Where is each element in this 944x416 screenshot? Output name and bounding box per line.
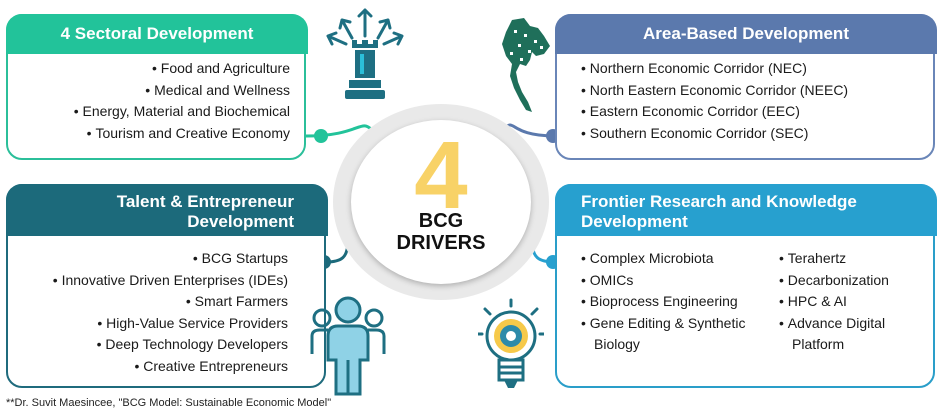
list-item-wrap: Biology [594,336,640,352]
list-item: North Eastern Economic Corridor (NEEC) [581,80,848,102]
list-item: Smart Farmers [53,291,288,313]
list-item: Tourism and Creative Economy [74,123,290,145]
panel-sectoral-development: 4 Sectoral Development Food and Agricult… [6,14,308,160]
panel-talent-entrepreneur-development: Talent & Entrepreneur Development BCG St… [6,184,328,388]
center-label-line: DRIVERS [396,232,486,254]
panel-title-line: Frontier Research and Knowledge [581,192,857,211]
panel-title-sectoral: 4 Sectoral Development [6,14,308,54]
frontier-list-col2: Terahertz Decarbonization HPC & AI Advan… [779,248,889,334]
list-item: Gene Editing & Synthetic [581,313,746,335]
list-item: Creative Entrepreneurs [53,356,288,378]
list-item: High-Value Service Providers [53,313,288,335]
panel-title-line: Development [581,212,688,231]
list-item: Eastern Economic Corridor (EEC) [581,101,848,123]
lightbulb-gear-icon [478,298,544,388]
people-group-icon [310,296,386,396]
thailand-map-icon [502,18,550,112]
list-item: Northern Economic Corridor (NEC) [581,58,848,80]
panel-title-talent: Talent & Entrepreneur Development [6,184,328,236]
sectoral-list: Food and Agriculture Medical and Wellnes… [74,58,290,144]
list-item: Food and Agriculture [74,58,290,80]
list-item: Southern Economic Corridor (SEC) [581,123,848,145]
list-item: Decarbonization [779,270,889,292]
talent-list: BCG Startups Innovative Driven Enterpris… [53,248,288,378]
center-label-line: BCG [418,210,464,232]
panel-title-frontier: Frontier Research and Knowledge Developm… [555,184,937,236]
list-item: Innovative Driven Enterprises (IDEs) [53,270,288,292]
center-circle [351,120,531,284]
panel-area-based-development: Area-Based Development Northern Economic… [555,14,937,160]
center-number: 4 [414,122,468,229]
panel-title-line: Talent & Entrepreneur [116,192,294,211]
list-item: OMICs [581,270,745,292]
frontier-list-col1: Complex Microbiota OMICs Bioprocess Engi… [581,248,746,335]
list-item: Complex Microbiota [581,248,745,270]
list-item: Energy, Material and Biochemical [74,101,290,123]
footnote: **Dr. Suvit Maesincee, "BCG Model: Susta… [6,397,332,409]
panel-title-area: Area-Based Development [555,14,937,54]
list-item: Terahertz [779,248,889,270]
area-list: Northern Economic Corridor (NEC) North E… [581,58,848,144]
list-item: HPC & AI [779,291,889,313]
chess-rook-arrows-icon [326,8,404,99]
list-item-wrap: Platform [792,336,845,352]
panel-frontier-research-development: Frontier Research and Knowledge Developm… [555,184,937,388]
connector-dot-sectoral [314,129,328,143]
list-item: Bioprocess Engineering [581,291,745,313]
list-item: Medical and Wellness [74,80,290,102]
panel-title-line: Development [187,212,294,231]
list-item: BCG Startups [53,248,288,270]
list-item: Deep Technology Developers [53,334,288,356]
center-label: BCG DRIVERS [351,210,531,254]
list-item: Advance Digital [779,313,889,335]
